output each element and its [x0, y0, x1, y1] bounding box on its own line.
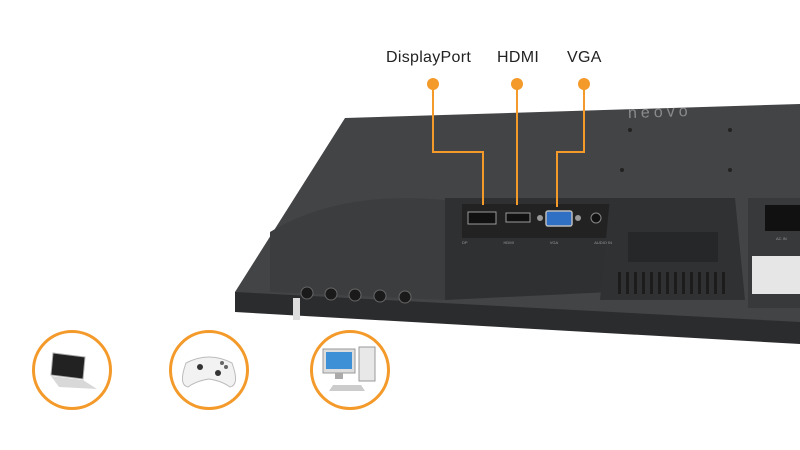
- displayport-callout-dot: [427, 78, 439, 90]
- product-label-sticker: [752, 256, 800, 294]
- vent-slots: [618, 272, 725, 294]
- monitor-bottom-bezel: [235, 292, 800, 344]
- vga-label: VGA: [567, 49, 602, 66]
- screw-holes: [620, 128, 732, 172]
- monitor-rear-hump: [270, 198, 445, 300]
- laptop-icon: [50, 352, 97, 389]
- displayport-port: [467, 211, 497, 225]
- vga-port: [545, 210, 573, 227]
- port-label-vga: VGA: [549, 240, 559, 245]
- displayport-label: DisplayPort: [386, 49, 472, 66]
- power-led: [293, 298, 300, 320]
- desktop-computer-icon: [322, 346, 376, 391]
- port-label-dp: DP: [462, 240, 468, 245]
- vga-callout-dot: [578, 78, 590, 90]
- control-buttons: [300, 286, 412, 304]
- port-label-ac-in: AC IN: [776, 236, 787, 241]
- game-controller-icon: [182, 356, 236, 388]
- callout-lines: [432, 84, 585, 207]
- port-label-row: DP HDMI VGA AUDIO IN: [462, 240, 612, 245]
- audio-port: [590, 212, 602, 224]
- game-controller-device-circle: [169, 330, 249, 410]
- brand-logo: neovo: [627, 102, 692, 123]
- port-label-audio: AUDIO IN: [594, 240, 612, 245]
- hdmi-label: HDMI: [497, 49, 540, 66]
- hdmi-port: [505, 212, 531, 223]
- hdmi-callout-dot: [511, 78, 523, 90]
- ac-in-port: [765, 205, 800, 231]
- port-label-hdmi: HDMI: [503, 240, 514, 245]
- laptop-device-circle: [32, 330, 112, 410]
- desktop-computer-device-circle: [310, 330, 390, 410]
